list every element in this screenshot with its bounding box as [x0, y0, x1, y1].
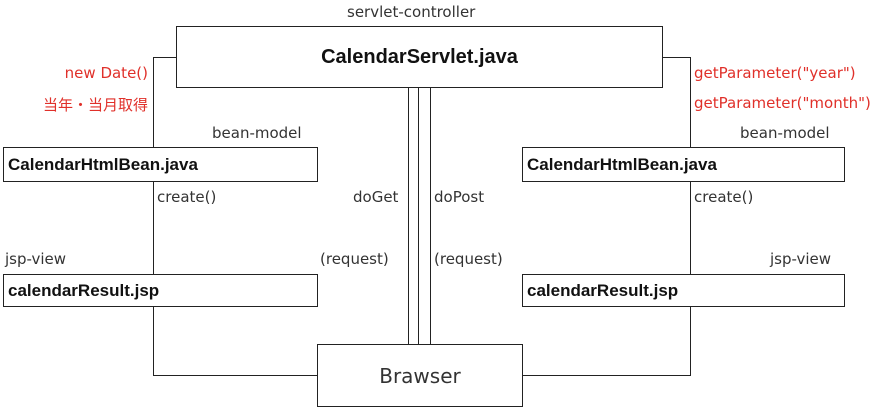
right-view-box-label: calendarResult.jsp [527, 280, 679, 300]
right-bean-box-label: CalendarHtmlBean.java [527, 154, 717, 174]
left-view-stereotype: jsp-view [5, 250, 67, 268]
right-view-box: calendarResult.jsp [522, 274, 845, 307]
left-bean-box: CalendarHtmlBean.java [3, 147, 318, 182]
left-note-1: new Date() [64, 64, 148, 82]
servlet-box-label: CalendarServlet.java [321, 45, 518, 68]
doget-label: doGet [353, 188, 399, 206]
left-bean-box-label: CalendarHtmlBean.java [8, 154, 198, 174]
connector-center-1 [408, 88, 409, 345]
left-bean-stereotype: bean-model [212, 124, 302, 142]
left-view-box: calendarResult.jsp [3, 274, 318, 307]
right-note-1: getParameter("year") [694, 64, 856, 82]
dopost-request-label: (request) [434, 250, 503, 268]
browser-box: Brawser [317, 344, 523, 407]
connector-center-2 [418, 88, 419, 345]
servlet-box: CalendarServlet.java [176, 26, 663, 88]
connector-left-top [153, 57, 176, 58]
connector-left-vertical [153, 57, 154, 375]
doget-request-label: (request) [320, 250, 389, 268]
connector-center-3 [430, 88, 431, 345]
browser-box-label: Brawser [379, 363, 461, 388]
right-bean-stereotype: bean-model [740, 124, 830, 142]
left-view-box-label: calendarResult.jsp [8, 280, 160, 300]
dopost-label: doPost [434, 188, 485, 206]
servlet-stereotype: servlet-controller [347, 3, 476, 21]
right-view-stereotype: jsp-view [770, 250, 832, 268]
right-bean-box: CalendarHtmlBean.java [522, 147, 845, 182]
left-create-method: create() [157, 188, 217, 206]
left-note-2: 当年・当月取得 [42, 96, 148, 114]
connector-right-top [662, 57, 691, 58]
connector-left-bottom [153, 375, 318, 376]
right-note-2: getParameter("month") [694, 94, 871, 112]
connector-right-vertical [690, 57, 691, 375]
right-create-method: create() [694, 188, 754, 206]
connector-right-bottom [522, 375, 691, 376]
